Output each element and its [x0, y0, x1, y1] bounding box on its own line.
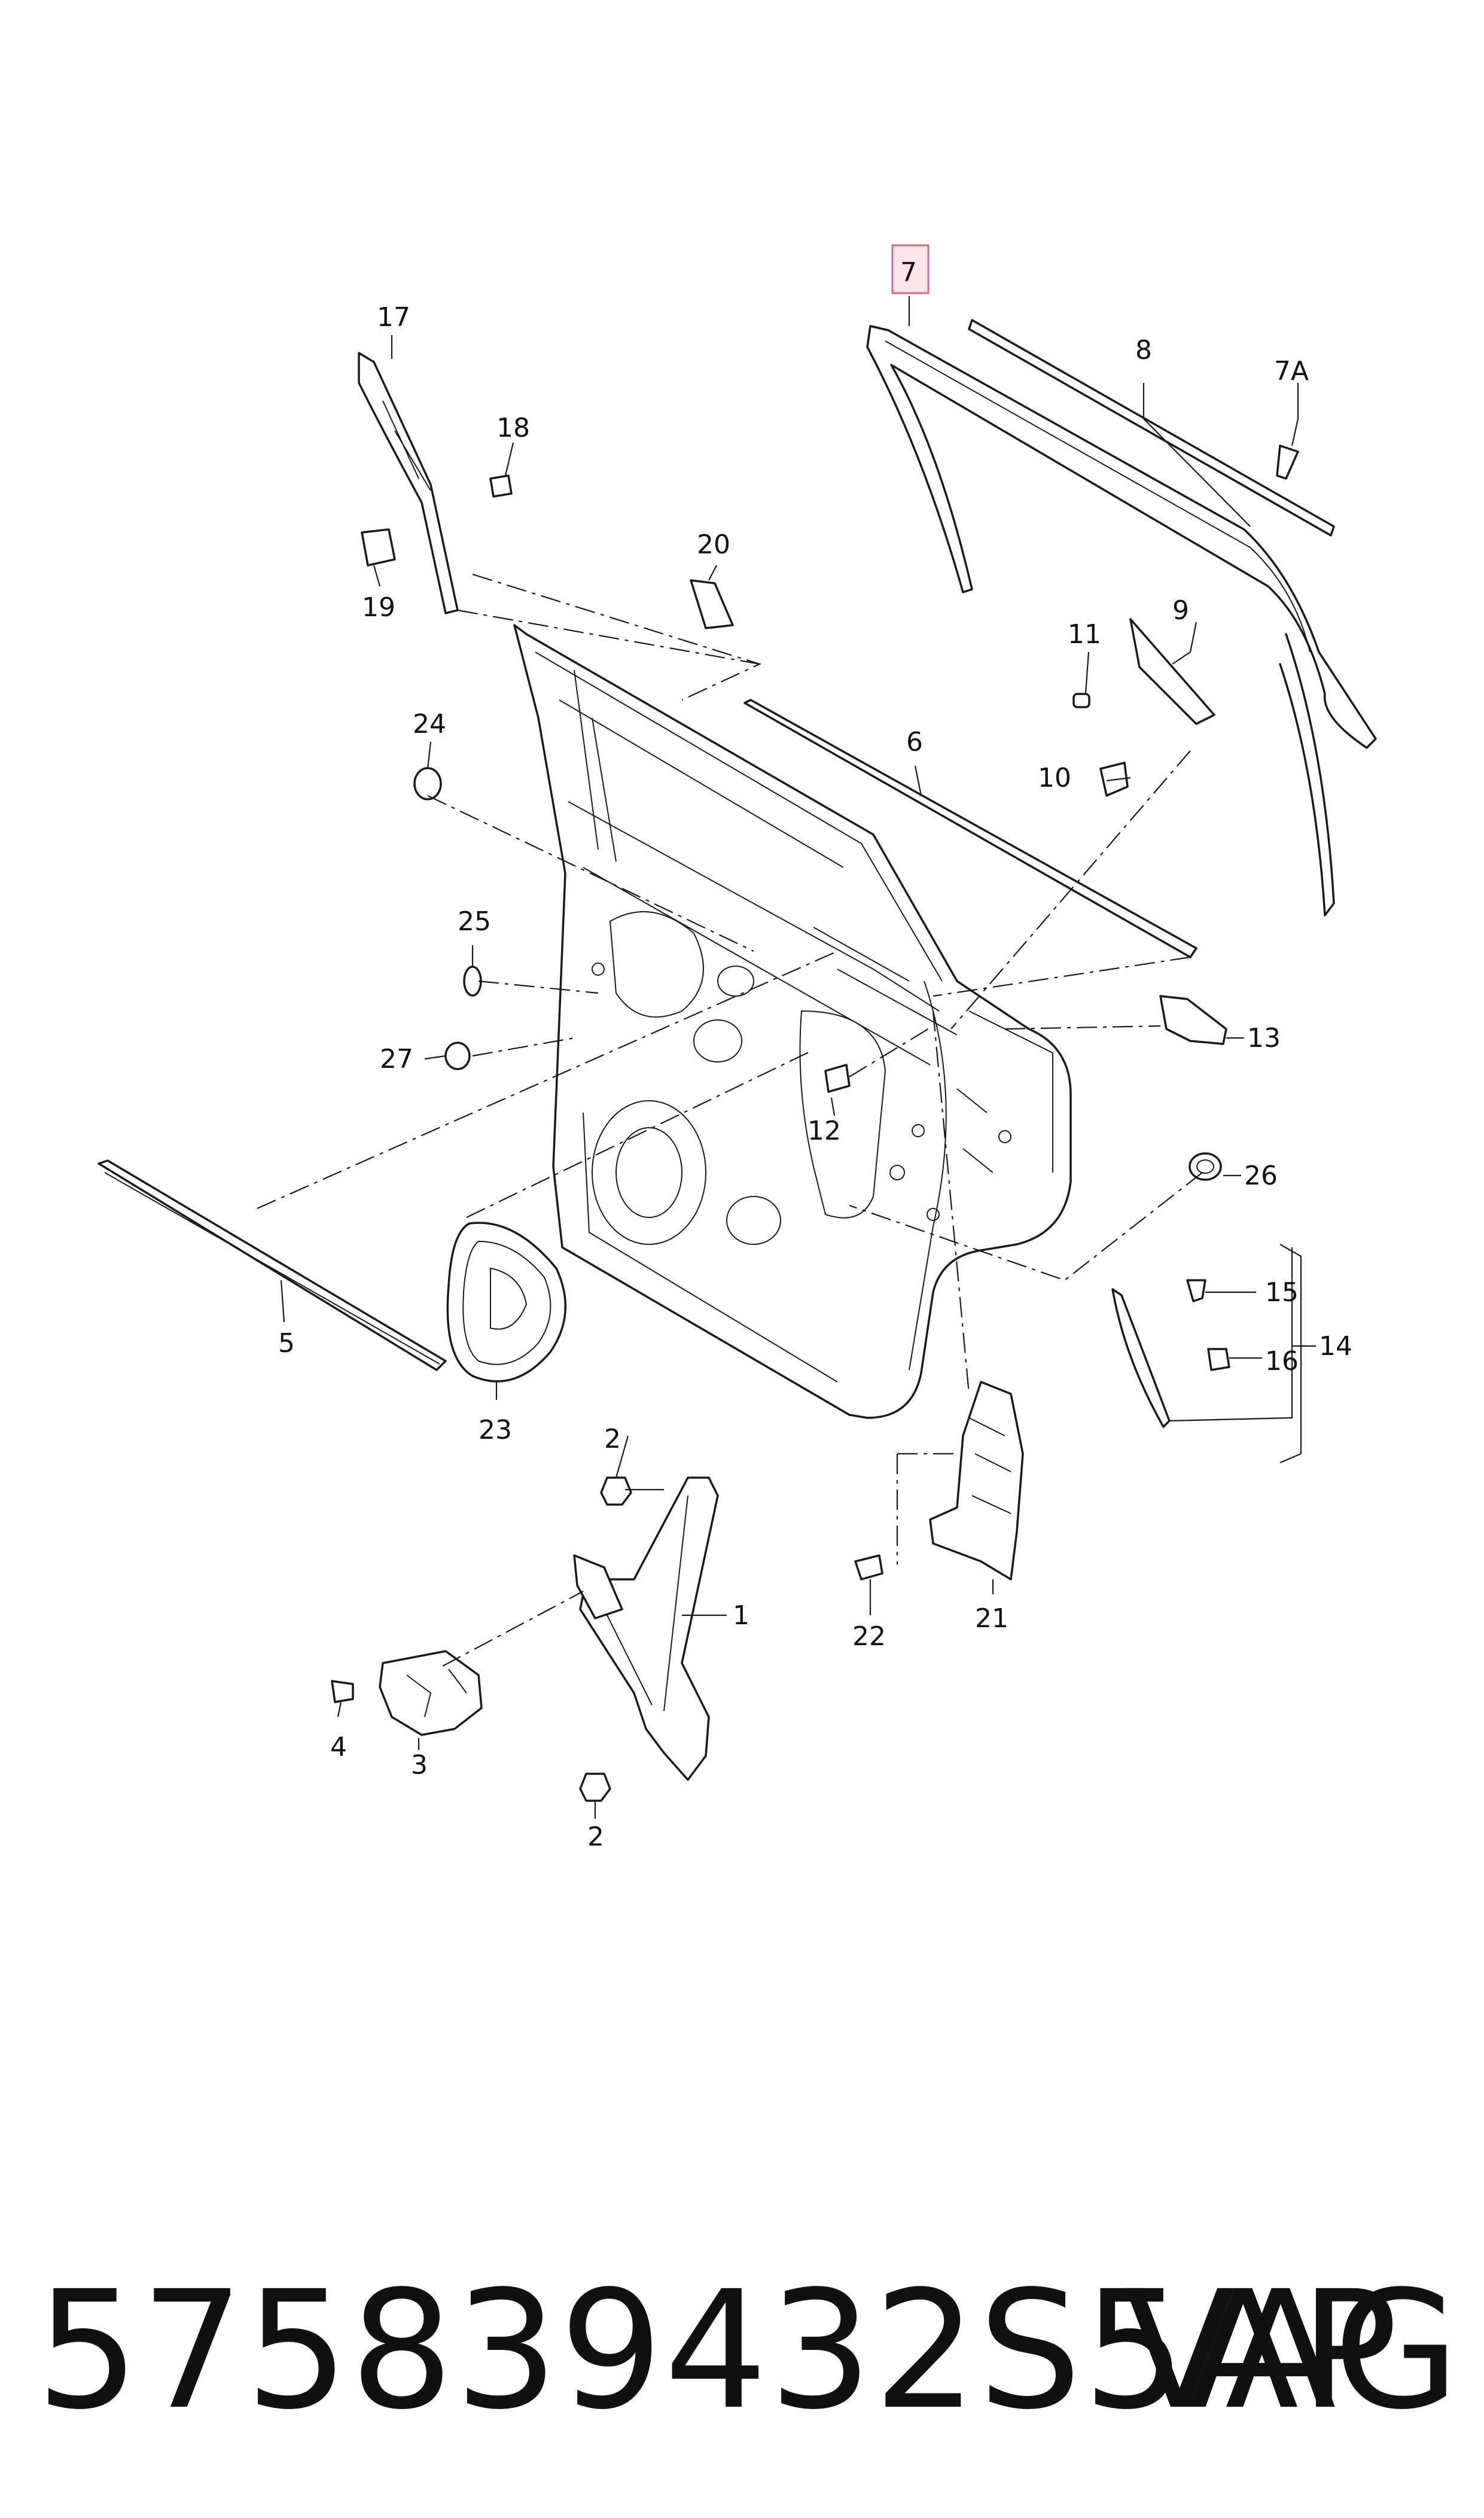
callout-13: 13: [1247, 1023, 1281, 1054]
callout-2-upper: 2: [604, 1424, 621, 1454]
callout-7a: 7A: [1274, 356, 1309, 386]
callout-17: 17: [377, 302, 410, 333]
bolt-12: [824, 1064, 851, 1093]
bracket-21: [929, 1381, 1024, 1581]
callout-1: 1: [733, 1600, 749, 1631]
callout-16: 16: [1265, 1346, 1299, 1377]
callout-14: 14: [1319, 1331, 1352, 1362]
bracket-13: [1159, 995, 1227, 1045]
clip-11: [1072, 693, 1090, 708]
callout-8: 8: [1135, 335, 1152, 366]
brand-label: VAG: [1124, 2257, 1459, 2446]
callout-21: 21: [975, 1603, 1008, 1634]
callout-19: 19: [362, 592, 395, 623]
triangle-trim: [1129, 618, 1215, 725]
part-number: 575839432S5AP: [36, 2257, 1400, 2446]
plug-25: [463, 966, 482, 997]
callout-18: 18: [496, 413, 530, 443]
highlight-box-7: [891, 244, 930, 294]
callout-26: 26: [1244, 1161, 1278, 1191]
callout-20: 20: [697, 529, 730, 560]
callout-3: 3: [411, 1750, 428, 1780]
outer-seal-strip: [968, 319, 1335, 537]
window-motor: [379, 1650, 483, 1736]
callout-7: 7: [900, 257, 917, 288]
callout-9: 9: [1172, 595, 1189, 626]
callout-24: 24: [413, 709, 446, 739]
callout-12: 12: [807, 1116, 841, 1146]
screw-4: [331, 1680, 354, 1703]
screw-18: [489, 474, 513, 498]
pillar-trim: [358, 352, 459, 614]
leader-lines: [280, 296, 1316, 1819]
plug-27: [444, 1042, 471, 1070]
door-inner-panel: [513, 624, 1072, 1419]
callout-25: 25: [458, 906, 491, 937]
window-regulator: [573, 1476, 719, 1781]
window-channel-frame: [866, 325, 1377, 917]
assembly-lines: [257, 573, 1203, 1667]
callout-5: 5: [278, 1328, 295, 1359]
trim-panel-14: [1111, 1288, 1171, 1428]
callout-10: 10: [1038, 763, 1071, 793]
bracket-20: [690, 579, 734, 629]
callout-11: 11: [1068, 619, 1101, 650]
callout-labels: 7 8 7A 9 11 10 6 17 18 19 20 24 25 27 12…: [278, 257, 1352, 1852]
nut-2-upper: [600, 1476, 632, 1506]
callout-22: 22: [852, 1621, 886, 1652]
lower-seal-strip: [97, 1159, 447, 1371]
bolt-22: [854, 1554, 883, 1581]
plug-24: [413, 767, 442, 800]
clip-19: [361, 528, 396, 567]
callout-4: 4: [330, 1732, 347, 1762]
callout-15: 15: [1265, 1277, 1299, 1308]
callout-27: 27: [380, 1044, 413, 1074]
callout-2-lower: 2: [587, 1822, 604, 1852]
clip-15: [1186, 1279, 1206, 1302]
callout-6: 6: [906, 727, 923, 757]
clip-16: [1207, 1348, 1230, 1371]
inner-window-seal: [743, 699, 1197, 958]
callout-23: 23: [479, 1415, 512, 1445]
nut-2-lower: [579, 1773, 611, 1802]
sealing-membrane: [446, 1222, 567, 1383]
screw-7a: [1276, 444, 1299, 480]
part-number-bar: 575839432S5AP VAG: [36, 2261, 1459, 2441]
plug-26: [1189, 1152, 1222, 1181]
